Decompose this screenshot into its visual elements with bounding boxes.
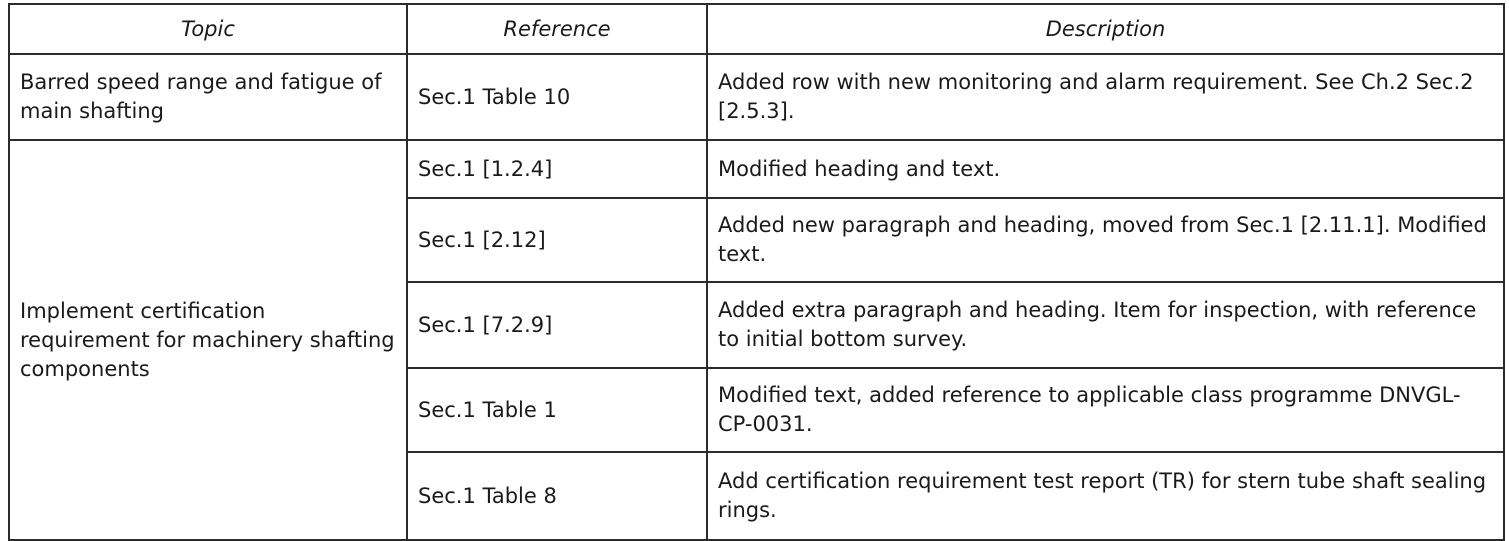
reference-cell: Sec.1 [1.2.4] xyxy=(406,139,708,199)
header-description: Description xyxy=(706,3,1505,55)
table-row: Sec.1 [7.2.9] Added extra paragraph and … xyxy=(9,281,1505,369)
reference-cell: Sec.1 [7.2.9] xyxy=(406,281,708,369)
topic-cell: Barred speed range and fatigue of main s… xyxy=(8,53,408,141)
reference-cell: Sec.1 Table 10 xyxy=(406,53,708,141)
reference-cell: Sec.1 Table 1 xyxy=(406,367,708,453)
reference-cell: Sec.1 [2.12] xyxy=(406,197,708,283)
header-topic: Topic xyxy=(8,3,408,55)
description-cell: Added new paragraph and heading, moved f… xyxy=(706,197,1505,283)
table-row: Barred speed range and fatigue of main s… xyxy=(8,53,1505,141)
description-cell: Added row with new monitoring and alarm … xyxy=(706,53,1505,141)
description-cell: Modified text, added reference to applic… xyxy=(706,367,1505,453)
table-row: Sec.1 Table 8 Add certification requirem… xyxy=(9,451,1505,541)
table-row: Implement certification requirement for … xyxy=(8,139,1505,541)
description-cell: Added extra paragraph and heading. Item … xyxy=(706,281,1505,369)
table-row: Sec.1 Table 1 Modified text, added refer… xyxy=(9,367,1505,453)
table-row: Sec.1 [2.12] Added new paragraph and hea… xyxy=(9,197,1505,283)
header-reference: Reference xyxy=(406,3,708,55)
reference-cell: Sec.1 Table 8 xyxy=(406,451,708,541)
changes-table: Topic Reference Description Barred speed… xyxy=(8,3,1505,541)
header-row: Topic Reference Description xyxy=(8,3,1505,55)
description-cell: Add certification requirement test repor… xyxy=(706,451,1505,541)
topic-cell: Implement certification requirement for … xyxy=(8,139,408,541)
description-cell: Modified heading and text. xyxy=(706,139,1505,199)
